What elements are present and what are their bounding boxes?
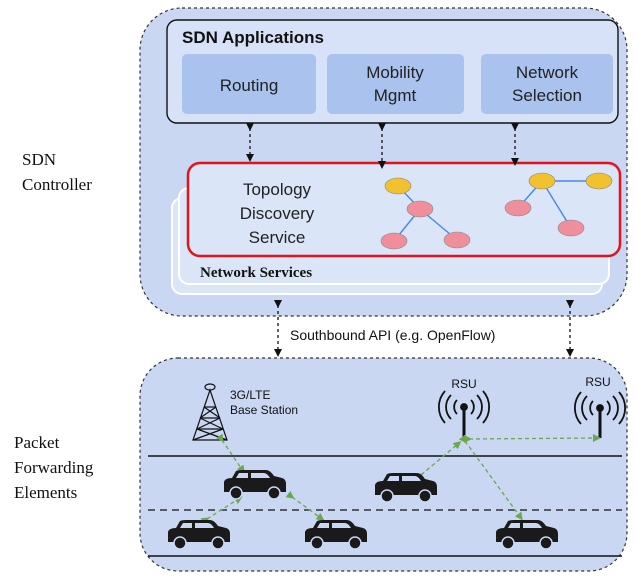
node-pink [557, 219, 585, 237]
car-icon [496, 520, 558, 550]
base-station-label-line1: 3G/LTE [230, 388, 270, 402]
app-box-routing [182, 54, 316, 114]
sdn-controller-label-line2: Controller [22, 175, 92, 194]
topology-discovery-box [186, 161, 622, 258]
network-services-label: Network Services [200, 265, 312, 281]
app-box-mobility [327, 54, 464, 114]
car-icon [224, 470, 286, 500]
rsu-1-label: RSU [451, 377, 476, 391]
forwarding-label-line1: Packet [14, 433, 60, 452]
topology-graph-2 [504, 172, 613, 237]
app-routing-label: Routing [220, 76, 279, 95]
app-network-selection-label-line2: Selection [512, 86, 582, 105]
southbound-api-label: Southbound API (e.g. OpenFlow) [290, 327, 495, 343]
topology-label-line1: Topology [243, 180, 312, 199]
app-box-network-selection [481, 54, 613, 114]
rsu-1-antenna-icon [438, 390, 490, 438]
app-mobility-label-line1: Mobility [366, 63, 424, 82]
base-station-label-line2: Base Station [230, 403, 298, 417]
rsu-2-antenna-icon [574, 391, 626, 438]
wireless-links [200, 433, 601, 526]
sdn-controller-label-line1: SDN [22, 150, 56, 169]
rsu-2-label: RSU [585, 375, 610, 389]
car-icon [375, 473, 437, 503]
topology-graph-1 [380, 177, 471, 250]
car-icon [305, 520, 367, 550]
node-pink [504, 199, 532, 217]
node-yellow [585, 172, 613, 190]
topology-label-line3: Service [249, 228, 306, 247]
app-mobility-label-line2: Mgmt [374, 86, 417, 105]
forwarding-label-line2: Forwarding [14, 458, 94, 477]
base-station-tower-icon [192, 383, 228, 441]
node-pink [443, 231, 471, 249]
link-car-rsu1 [414, 441, 462, 482]
link-rsu1-rsu2 [463, 434, 601, 444]
node-pink [406, 200, 434, 218]
node-yellow [384, 177, 412, 195]
topology-label-line2: Discovery [240, 204, 315, 223]
link-car-car-mid [285, 490, 325, 521]
car-icon [168, 520, 230, 550]
app-network-selection-label-line1: Network [516, 63, 579, 82]
forwarding-label-line3: Elements [14, 483, 77, 502]
link-rsu1-car [458, 434, 523, 521]
sdn-applications-title: SDN Applications [182, 28, 324, 47]
node-pink [380, 232, 408, 250]
node-yellow [528, 172, 556, 190]
link-tower-car [215, 433, 245, 474]
